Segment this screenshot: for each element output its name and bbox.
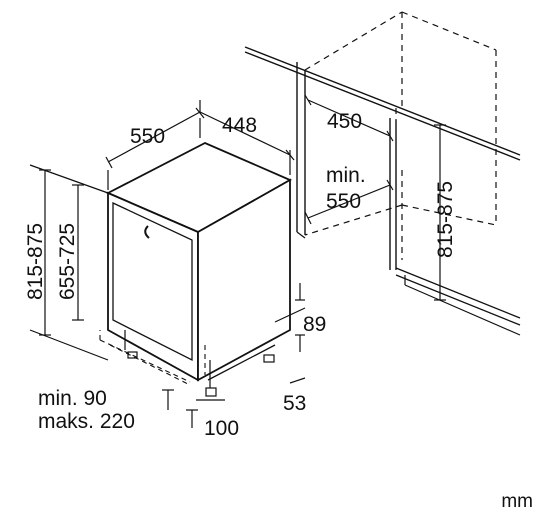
niche-outline — [244, 11, 521, 336]
label-niche-depth-450: 450 — [327, 110, 362, 133]
dishwasher-body — [105, 142, 293, 382]
label-niche-550: 550 — [326, 190, 361, 213]
label-door-height-range: 655-725 — [56, 223, 79, 300]
label-niche-height-range: 815-875 — [434, 181, 457, 258]
unit-label: mm — [501, 491, 533, 512]
label-min-90: min. 90 — [38, 387, 107, 410]
label-depth-550: 550 — [130, 125, 165, 148]
feet — [124, 330, 276, 397]
label-max-220: maks. 220 — [38, 410, 135, 433]
label-width-448: 448 — [222, 114, 257, 137]
label-niche-min: min. — [326, 164, 366, 187]
plinth-dashed — [99, 330, 206, 386]
label-appliance-height-range: 815-875 — [24, 223, 47, 300]
door-panel — [112, 201, 193, 362]
label-kick-100: 100 — [204, 417, 239, 440]
label-plinth-89: 89 — [303, 313, 326, 336]
label-plinth-53: 53 — [283, 392, 306, 415]
dimension-lines — [29, 94, 446, 428]
